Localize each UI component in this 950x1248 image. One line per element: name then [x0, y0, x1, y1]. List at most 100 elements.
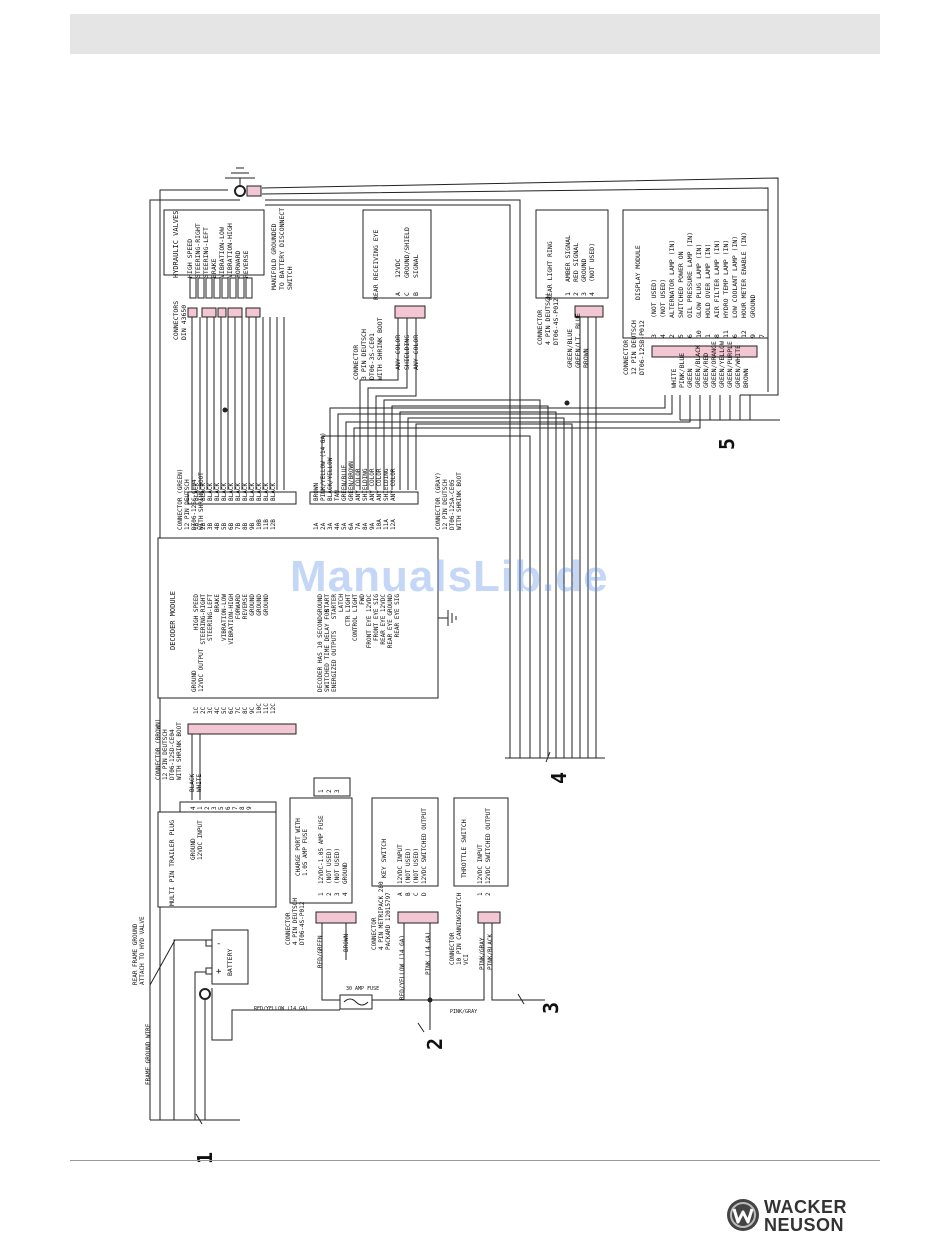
svg-text:AIR FILTER LAMP (IN): AIR FILTER LAMP (IN): [713, 240, 721, 318]
svg-text:REAR EYE SIG: REAR EYE SIG: [394, 594, 401, 638]
svg-text:6B: 6B: [228, 522, 235, 530]
hydraulic-valves-title: HYDRAULIC VALVES: [172, 211, 180, 278]
rear-light-title: REAR LIGHT RING: [546, 241, 554, 300]
charge-port-connector: [315, 911, 357, 924]
svg-text:CONNECTOR (GREEN): CONNECTOR (GREEN): [177, 469, 184, 530]
trailer-plug-box: [157, 811, 277, 908]
svg-text:7: 7: [758, 334, 766, 338]
battery-box: [211, 929, 249, 985]
svg-text:5: 5: [218, 806, 225, 810]
svg-text:5A: 5A: [341, 522, 348, 530]
svg-text:B: B: [412, 292, 420, 296]
hydraulic-item: HIGH SPEED: [186, 239, 194, 278]
svg-text:CONNECTOR: CONNECTOR: [536, 310, 544, 345]
svg-text:(NOT USED): (NOT USED): [588, 243, 596, 282]
footer-rule: [70, 1160, 880, 1161]
svg-text:6A: 6A: [348, 522, 355, 530]
svg-text:CONNECTOR: CONNECTOR: [622, 340, 630, 375]
svg-text:BLACK: BLACK: [228, 483, 235, 501]
svg-text:C: C: [413, 892, 420, 896]
svg-text:GREEN/WHITE: GREEN/WHITE: [734, 345, 742, 388]
svg-text:11A: 11A: [383, 519, 390, 530]
svg-text:6C: 6C: [228, 706, 235, 714]
svg-text:ENERGIZED OUTPUTS: ENERGIZED OUTPUTS: [331, 630, 338, 692]
svg-text:FRONT EYE SIG: FRONT EYE SIG: [373, 594, 380, 641]
svg-text:BLACK: BLACK: [193, 483, 200, 501]
svg-text:(NOT USED): (NOT USED): [405, 848, 412, 884]
svg-text:6: 6: [731, 334, 739, 338]
svg-text:CONTROL LIGHT: CONTROL LIGHT: [352, 594, 359, 641]
svg-text:8: 8: [239, 806, 246, 810]
pink-gray-label: PINK/GRAY: [450, 1009, 477, 1015]
svg-text:3: 3: [650, 334, 658, 338]
svg-text:WITH SHRINK BOOT: WITH SHRINK BOOT: [198, 472, 205, 530]
marker-3: 3: [539, 1002, 563, 1014]
svg-text:RED/YELLOW (14 GA): RED/YELLOW (14 GA): [399, 935, 406, 1000]
svg-text:BLACK: BLACK: [214, 483, 221, 501]
svg-text:TAN: TAN: [334, 490, 341, 501]
svg-text:REVERSE: REVERSE: [242, 594, 249, 620]
ground-lug: [234, 185, 246, 197]
svg-text:A: A: [394, 292, 402, 296]
svg-text:(NOT USED): (NOT USED): [650, 279, 658, 318]
hydraulic-connector-label: CONNECTORS DIN 43650: [172, 301, 188, 340]
svg-text:CONNECTOR: CONNECTOR: [449, 932, 456, 965]
svg-text:12VDC INPUT: 12VDC INPUT: [397, 844, 404, 884]
svg-text:DECODER HAS 10 SECOND: DECODER HAS 10 SECOND: [317, 616, 324, 692]
valve-wires: [191, 317, 285, 490]
svg-text:2: 2: [326, 892, 333, 896]
battery-lug: [199, 988, 211, 1000]
key-switch-connector: [397, 911, 439, 924]
svg-text:HOLD OVER LAMP (IN): HOLD OVER LAMP (IN): [704, 244, 712, 318]
throttle-connector: [477, 911, 501, 924]
svg-text:12VDC INPUT: 12VDC INPUT: [197, 820, 204, 860]
decoder-module-box: [157, 537, 439, 699]
svg-text:12 PIN DEUTSCH: 12 PIN DEUTSCH: [442, 479, 449, 530]
svg-text:GROUND: GROUND: [317, 594, 324, 616]
svg-text:1C: 1C: [193, 706, 200, 714]
svg-text:12 PIN DEUTSCH: 12 PIN DEUTSCH: [184, 479, 191, 530]
svg-text:7C: 7C: [235, 706, 242, 714]
hydraulic-item: FORWARD: [234, 251, 242, 278]
svg-text:12VDC SWITCHED OUTPUT: 12VDC SWITCHED OUTPUT: [485, 808, 492, 884]
svg-text:DT06-12SA-CE05: DT06-12SA-CE05: [449, 479, 456, 530]
logo-line-1: WACKER: [764, 1197, 847, 1217]
svg-text:GROUND: GROUND: [249, 594, 256, 616]
rear-eye-title: REAR RECEIVING EYE: [372, 229, 380, 300]
hydraulic-item: STEERING-LEFT: [202, 227, 210, 278]
marker-5: 5: [715, 438, 739, 450]
svg-text:CONNECTOR: CONNECTOR: [285, 912, 292, 945]
svg-text:D: D: [421, 892, 428, 896]
svg-text:GREEN/ORANGE: GREEN/ORANGE: [710, 341, 718, 388]
svg-text:FORWARD: FORWARD: [235, 594, 242, 620]
svg-text:11B: 11B: [263, 519, 270, 530]
svg-text:DT06-12SC-CE04: DT06-12SC-CE04: [191, 479, 198, 530]
display-title: DISPLAY MODULE: [634, 245, 642, 300]
svg-text:4C: 4C: [214, 706, 221, 714]
svg-text:(NOT USED): (NOT USED): [334, 848, 341, 884]
svg-text:5: 5: [677, 334, 685, 338]
key-switch-box: [371, 797, 439, 887]
svg-text:DT06-12SB-P012: DT06-12SB-P012: [638, 320, 646, 375]
svg-text:B: B: [405, 892, 412, 896]
hydraulic-item: VIBRATION-LOW: [218, 227, 226, 278]
svg-text:1A: 1A: [313, 522, 320, 530]
svg-text:GROUND: GROUND: [580, 258, 588, 282]
svg-text:5B: 5B: [221, 522, 228, 530]
battery-label: BATTERY: [226, 949, 234, 976]
svg-text:DT06-4S-P012: DT06-4S-P012: [299, 901, 306, 945]
rear-light-ring-box: [535, 209, 609, 299]
green-connector: [187, 491, 297, 505]
svg-text:FRONT EYE 12VDC: FRONT EYE 12VDC: [366, 594, 373, 649]
svg-text:4: 4: [659, 334, 667, 338]
display-module-box: [622, 209, 769, 339]
svg-text:CHARGE PORT WITH: CHARGE PORT WITH: [295, 818, 302, 876]
svg-text:12 PIN DEUTSCH: 12 PIN DEUTSCH: [162, 729, 169, 780]
svg-text:11: 11: [722, 330, 730, 338]
svg-text:BLACK/YELLOW: BLACK/YELLOW: [327, 457, 334, 501]
svg-text:SWITCHED POWER ON: SWITCHED POWER ON: [677, 251, 685, 318]
svg-text:7B: 7B: [235, 522, 242, 530]
svg-text:HIGH SPEED: HIGH SPEED: [193, 594, 200, 631]
logo-line-2: NEUSON: [764, 1215, 845, 1235]
